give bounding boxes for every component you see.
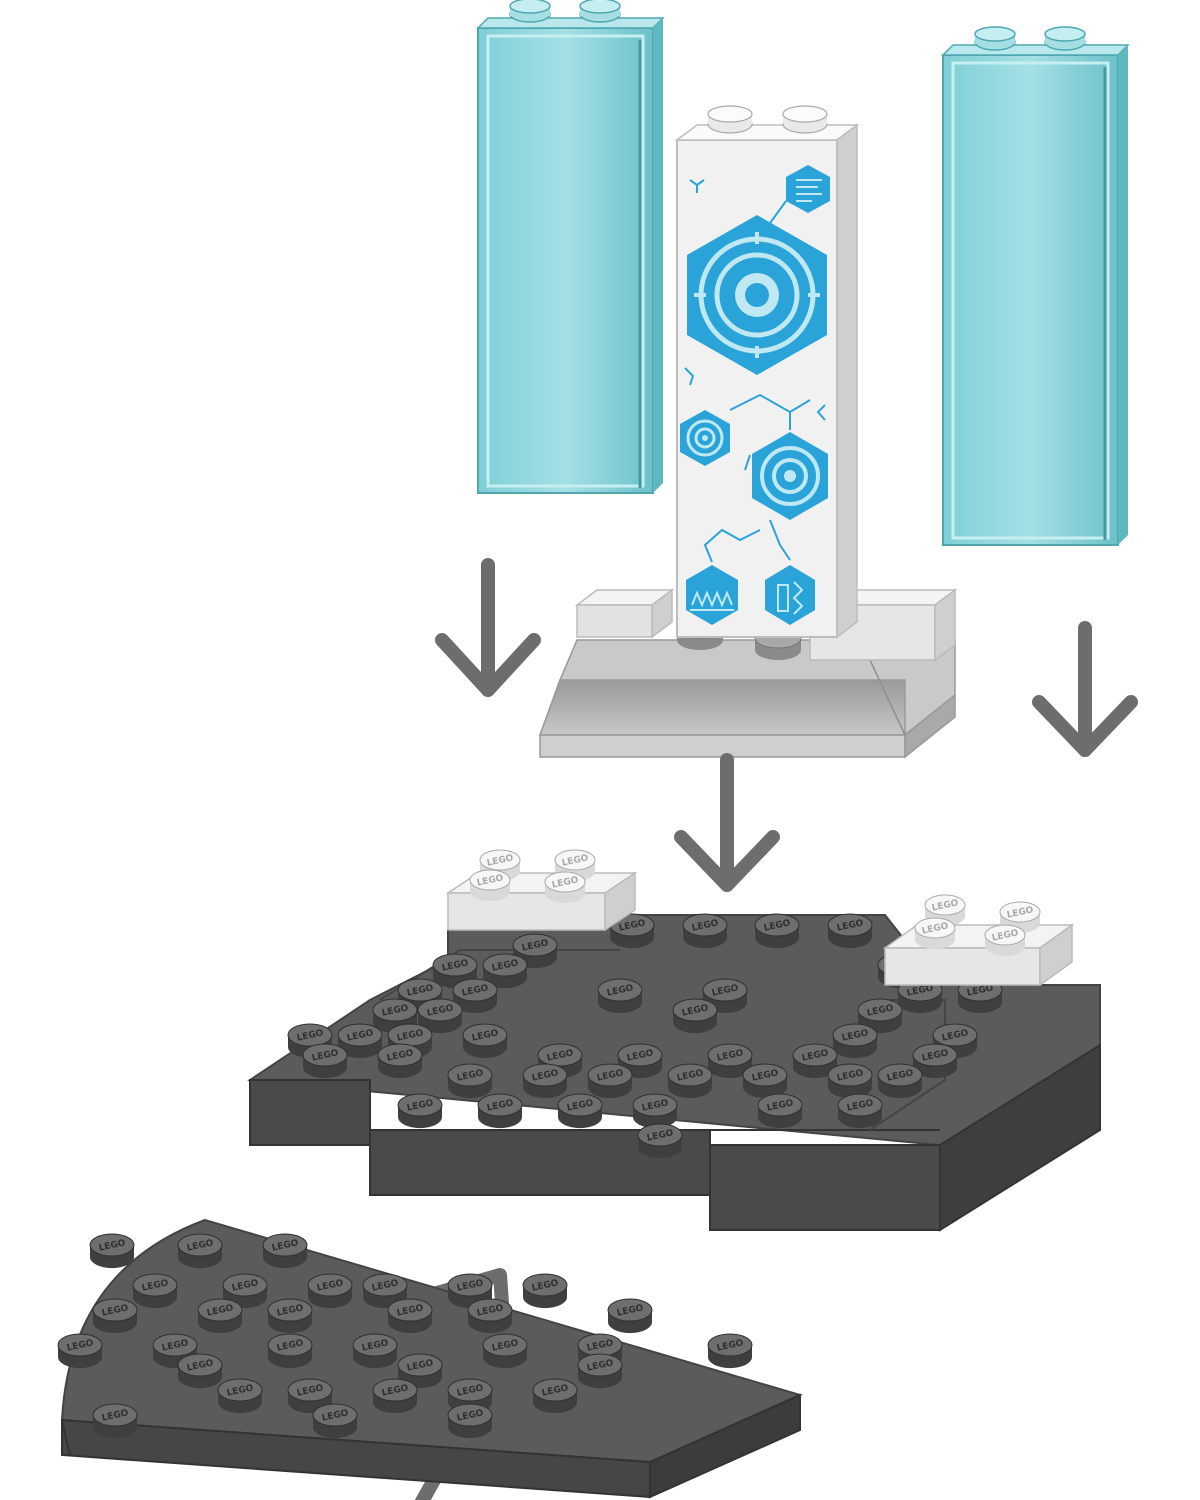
trans-light-blue-brick-right [941,26,1130,546]
stud: LEGO [702,978,748,1014]
stud: LEGO [932,1023,978,1059]
stud: LEGO [287,1378,333,1414]
stud: LEGO [532,1378,578,1414]
stud: LEGO [607,1298,653,1334]
stud: LEGO [597,978,643,1014]
stud: LEGO [637,1123,683,1159]
stud: LEGO [479,849,521,881]
stud: LEGO [557,1093,603,1129]
stud: LEGO [417,998,463,1034]
stud: LEGO [707,1043,753,1079]
print-network-lines [684,367,826,563]
stud: LEGO [522,1273,568,1309]
stud: LEGO [267,1333,313,1369]
stud: LEGO [217,1378,263,1414]
stud: LEGO [462,1023,508,1059]
stud: LEGO [482,1333,528,1369]
arrow-down-center [674,753,780,892]
print-beaker-hexagon [765,565,815,625]
stud: LEGO [447,1063,493,1099]
stud: LEGO [467,1298,513,1334]
stud: LEGO [397,1093,443,1129]
print-target-hexagon-right [752,432,828,520]
stud: LEGO [512,933,558,969]
stud: LEGO [544,871,586,903]
stud: LEGO [577,1353,623,1389]
stud: LEGO [742,1063,788,1099]
stud: LEGO [682,913,728,949]
stud: LEGO [312,1403,358,1439]
arrow-down-right [1032,621,1138,757]
stud: LEGO [554,849,596,881]
stud: LEGO [707,1333,753,1369]
stud: LEGO [372,1378,418,1414]
stud: LEGO [197,1298,243,1334]
print-data-hexagon [786,165,830,213]
stud: LEGO [792,1043,838,1079]
printed-white-panel [674,105,860,639]
print-target-hexagon-medium [680,410,730,466]
print-wave-hexagon [686,565,738,625]
stud: LEGO [857,998,903,1034]
stud: LEGO [609,913,655,949]
print-tri-node [689,179,705,193]
stud: LEGO [307,1273,353,1309]
stud: LEGO [827,913,873,949]
stud: LEGO [377,1043,423,1079]
stud: LEGO [672,998,718,1034]
stud: LEGO [57,1333,103,1369]
stud: LEGO [132,1273,178,1309]
stud: LEGO [632,1093,678,1129]
trans-light-blue-brick-left [476,0,665,494]
stud: LEGO [984,924,1026,956]
stud: LEGO [337,1023,383,1059]
stud: LEGO [757,1093,803,1129]
stud: LEGO [387,1298,433,1334]
stud: LEGO [912,1043,958,1079]
stud: LEGO [482,953,528,989]
stud: LEGO [477,1093,523,1129]
stud: LEGO [877,1063,923,1099]
stud: LEGO [667,1063,713,1099]
stud: LEGO [587,1063,633,1099]
stud: LEGO [92,1403,138,1439]
stud: LEGO [522,1063,568,1099]
stud: LEGO [267,1298,313,1334]
stud: LEGO [372,998,418,1034]
stud: LEGO [827,1063,873,1099]
stud: LEGO [754,913,800,949]
stud: LEGO [469,869,511,901]
stud: LEGO [302,1043,348,1079]
white-tile-left-on-base [574,588,675,639]
stud: LEGO [452,978,498,1014]
stud: LEGO [177,1353,223,1389]
stud: LEGO [92,1298,138,1334]
stud: LEGO [89,1233,135,1269]
stud: LEGO [447,1403,493,1439]
stud: LEGO [152,1333,198,1369]
arrow-down-left [435,558,541,697]
stud: LEGO [352,1333,398,1369]
stud: LEGO [914,917,956,949]
stud: LEGO [832,1023,878,1059]
stud: LEGO [177,1233,223,1269]
print-target-hexagon-large [687,215,827,375]
light-gray-slope-base [538,639,956,759]
stud: LEGO [262,1233,308,1269]
stud: LEGO [837,1093,883,1129]
stud: LEGO [397,1353,443,1389]
